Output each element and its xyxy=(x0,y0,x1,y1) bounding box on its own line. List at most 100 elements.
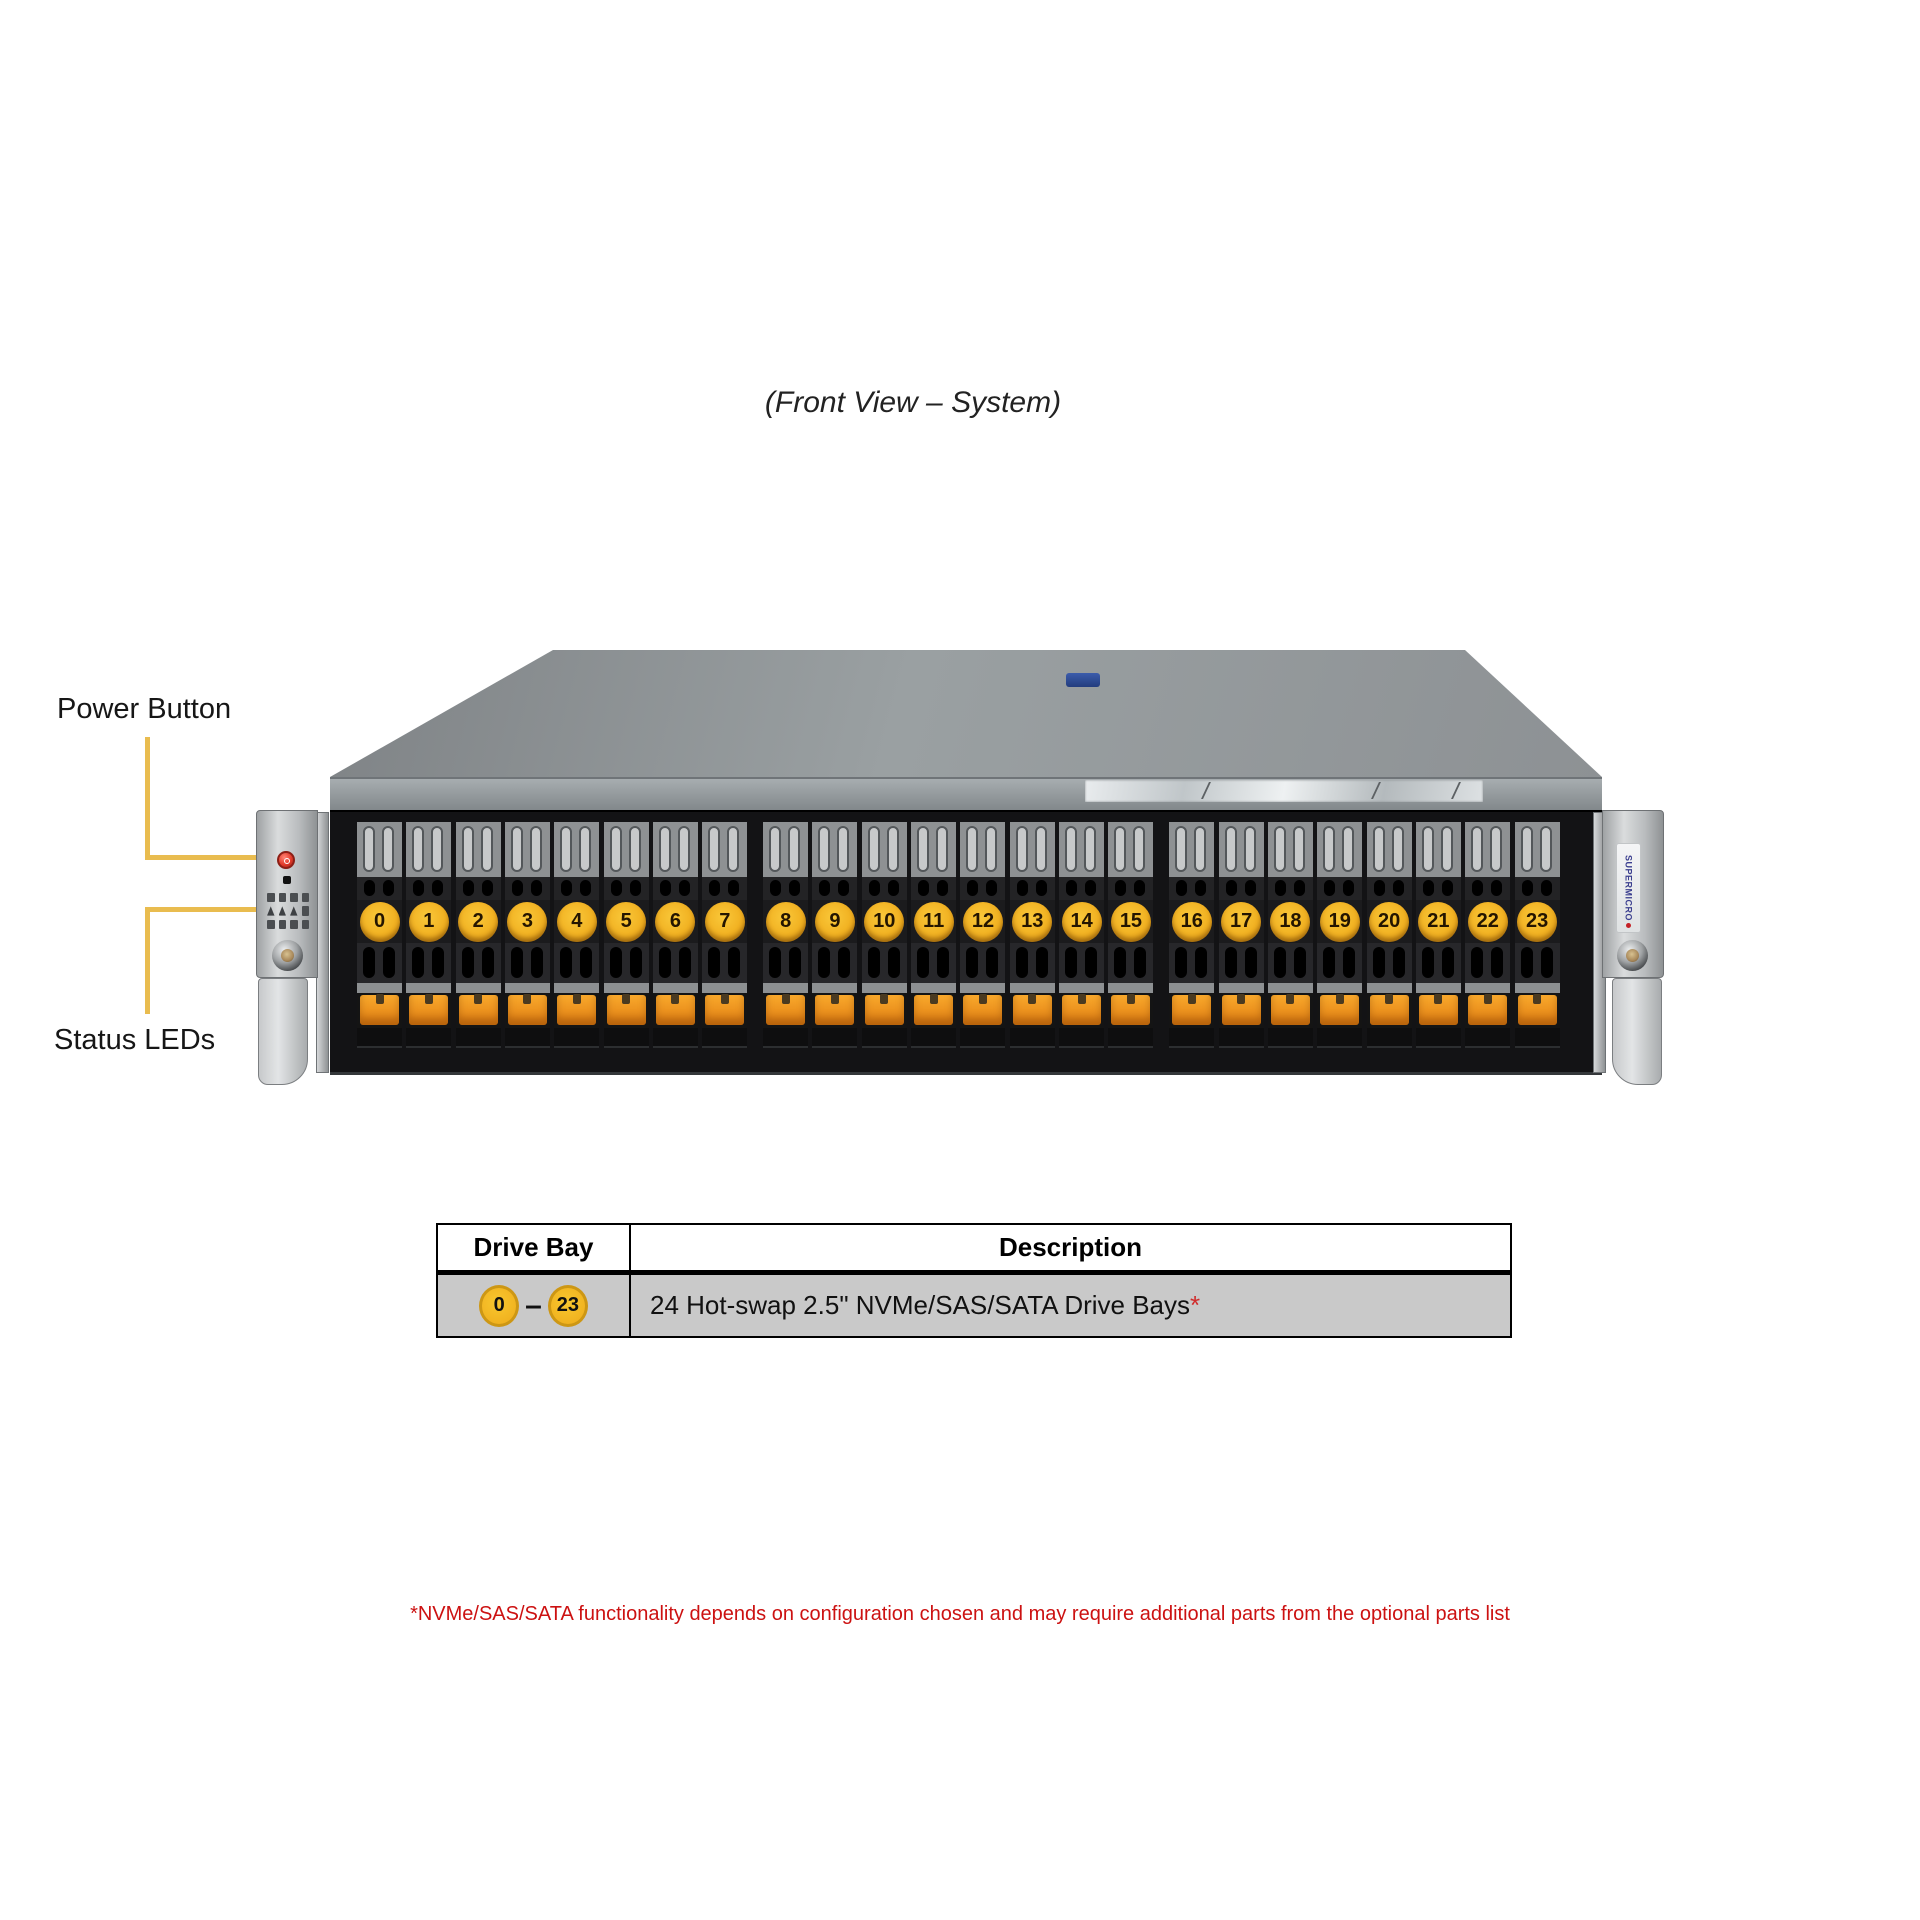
drive-latch[interactable] xyxy=(1172,994,1212,1025)
drive-number-badge-17: 17 xyxy=(1221,901,1262,942)
drive-vent-holes xyxy=(702,877,748,900)
sticker-mark xyxy=(1451,782,1461,799)
drive-latch-zone xyxy=(1465,993,1511,1028)
led-icon xyxy=(267,893,275,903)
drive-latch[interactable] xyxy=(766,994,806,1025)
drive-vent-top xyxy=(702,822,748,877)
led-icon xyxy=(301,919,309,929)
drive-latch[interactable] xyxy=(963,994,1003,1025)
drive-latch[interactable] xyxy=(557,994,597,1025)
left-ear-handle xyxy=(258,978,308,1085)
right-keylock[interactable] xyxy=(1617,940,1648,971)
drive-vent-holes xyxy=(960,943,1006,983)
drive-vent-holes xyxy=(763,943,809,983)
drive-tray-foot xyxy=(763,1028,809,1048)
led-icon xyxy=(290,893,298,903)
drive-number-badge-0: 0 xyxy=(359,901,400,942)
drive-bay-16[interactable]: 16 xyxy=(1169,822,1215,1048)
drive-number-badge-22: 22 xyxy=(1467,901,1508,942)
drive-vent-top xyxy=(1108,822,1154,877)
drive-latch[interactable] xyxy=(705,994,745,1025)
drive-bay-4[interactable]: 4 xyxy=(554,822,600,1048)
drive-bay-0[interactable]: 0 xyxy=(357,822,402,1048)
drive-bay-11[interactable]: 11 xyxy=(911,822,957,1048)
drive-latch[interactable] xyxy=(1062,994,1102,1025)
drive-bay-6[interactable]: 6 xyxy=(652,822,698,1048)
drive-vent-holes xyxy=(406,877,452,900)
drive-tray-strip xyxy=(357,983,402,993)
warning-triangle-icon xyxy=(267,906,275,916)
drive-vent-top xyxy=(1415,822,1461,877)
drive-bay-21[interactable]: 21 xyxy=(1415,822,1461,1048)
left-keylock[interactable] xyxy=(272,940,303,971)
drive-latch[interactable] xyxy=(1468,994,1508,1025)
drive-number-zone: 21 xyxy=(1415,900,1461,943)
drive-bay-22[interactable]: 22 xyxy=(1465,822,1511,1048)
drive-latch[interactable] xyxy=(1012,994,1052,1025)
drive-latch[interactable] xyxy=(360,994,399,1025)
power-button[interactable] xyxy=(277,851,295,869)
drive-number-badge-1: 1 xyxy=(408,901,449,942)
drive-tray-strip xyxy=(1059,983,1105,993)
drive-latch[interactable] xyxy=(1320,994,1360,1025)
drive-bay-1[interactable]: 1 xyxy=(406,822,452,1048)
drive-bay-15[interactable]: 15 xyxy=(1108,822,1154,1048)
drive-bay-12[interactable]: 12 xyxy=(960,822,1006,1048)
drive-bay-20[interactable]: 20 xyxy=(1366,822,1412,1048)
drive-vent-top xyxy=(1267,822,1313,877)
drive-latch-zone xyxy=(1218,993,1264,1028)
drive-bay-10[interactable]: 10 xyxy=(861,822,907,1048)
drive-latch[interactable] xyxy=(1517,994,1557,1025)
drive-bay-5[interactable]: 5 xyxy=(603,822,649,1048)
drive-latch-zone xyxy=(1514,993,1560,1028)
drive-bay-18[interactable]: 18 xyxy=(1267,822,1313,1048)
drive-bay-14[interactable]: 14 xyxy=(1059,822,1105,1048)
drive-vent-top xyxy=(554,822,600,877)
drive-latch[interactable] xyxy=(1221,994,1261,1025)
drive-tray-strip xyxy=(763,983,809,993)
drive-tray-strip xyxy=(702,983,748,993)
bay-start-badge: 0 xyxy=(479,1284,520,1327)
drive-latch[interactable] xyxy=(914,994,954,1025)
drive-latch[interactable] xyxy=(655,994,695,1025)
drive-tray-strip xyxy=(1514,983,1560,993)
drive-number-badge-2: 2 xyxy=(458,901,499,942)
cell-description: 24 Hot-swap 2.5" NVMe/SAS/SATA Drive Bay… xyxy=(631,1275,1510,1336)
drive-bay-23[interactable]: 23 xyxy=(1514,822,1560,1048)
drive-bay-7[interactable]: 7 xyxy=(702,822,748,1048)
drive-latch[interactable] xyxy=(1270,994,1310,1025)
status-leds-label: Status LEDs xyxy=(54,1024,216,1056)
drive-latch[interactable] xyxy=(409,994,449,1025)
drive-latch-zone xyxy=(603,993,649,1028)
drive-number-badge-10: 10 xyxy=(864,901,905,942)
drive-bay-9[interactable]: 9 xyxy=(812,822,858,1048)
drive-latch[interactable] xyxy=(864,994,904,1025)
bay-end-badge: 23 xyxy=(547,1284,588,1327)
drive-latch[interactable] xyxy=(458,994,498,1025)
drive-latch[interactable] xyxy=(606,994,646,1025)
drive-vent-holes xyxy=(652,943,698,983)
drive-tray-strip xyxy=(1366,983,1412,993)
drive-bay-13[interactable]: 13 xyxy=(1009,822,1055,1048)
drive-latch[interactable] xyxy=(1111,994,1151,1025)
drive-bay-3[interactable]: 3 xyxy=(504,822,550,1048)
drive-latch-zone xyxy=(357,993,402,1028)
drive-bay-19[interactable]: 19 xyxy=(1317,822,1363,1048)
reset-button[interactable] xyxy=(283,876,291,884)
drive-vent-top xyxy=(1059,822,1105,877)
drive-bay-2[interactable]: 2 xyxy=(455,822,501,1048)
drive-latch[interactable] xyxy=(815,994,855,1025)
drive-vent-holes xyxy=(357,877,402,900)
drive-latch[interactable] xyxy=(1418,994,1458,1025)
drive-bay-17[interactable]: 17 xyxy=(1218,822,1264,1048)
drive-latch[interactable] xyxy=(1369,994,1409,1025)
drive-tray-foot xyxy=(554,1028,600,1048)
drive-vent-holes xyxy=(554,943,600,983)
drive-vent-top xyxy=(1169,822,1215,877)
drive-latch[interactable] xyxy=(507,994,547,1025)
drive-number-badge-5: 5 xyxy=(606,901,647,942)
drive-vent-holes xyxy=(702,943,748,983)
drive-vent-holes xyxy=(1415,877,1461,900)
drive-bay-8[interactable]: 8 xyxy=(763,822,809,1048)
drive-number-zone: 0 xyxy=(357,900,402,943)
